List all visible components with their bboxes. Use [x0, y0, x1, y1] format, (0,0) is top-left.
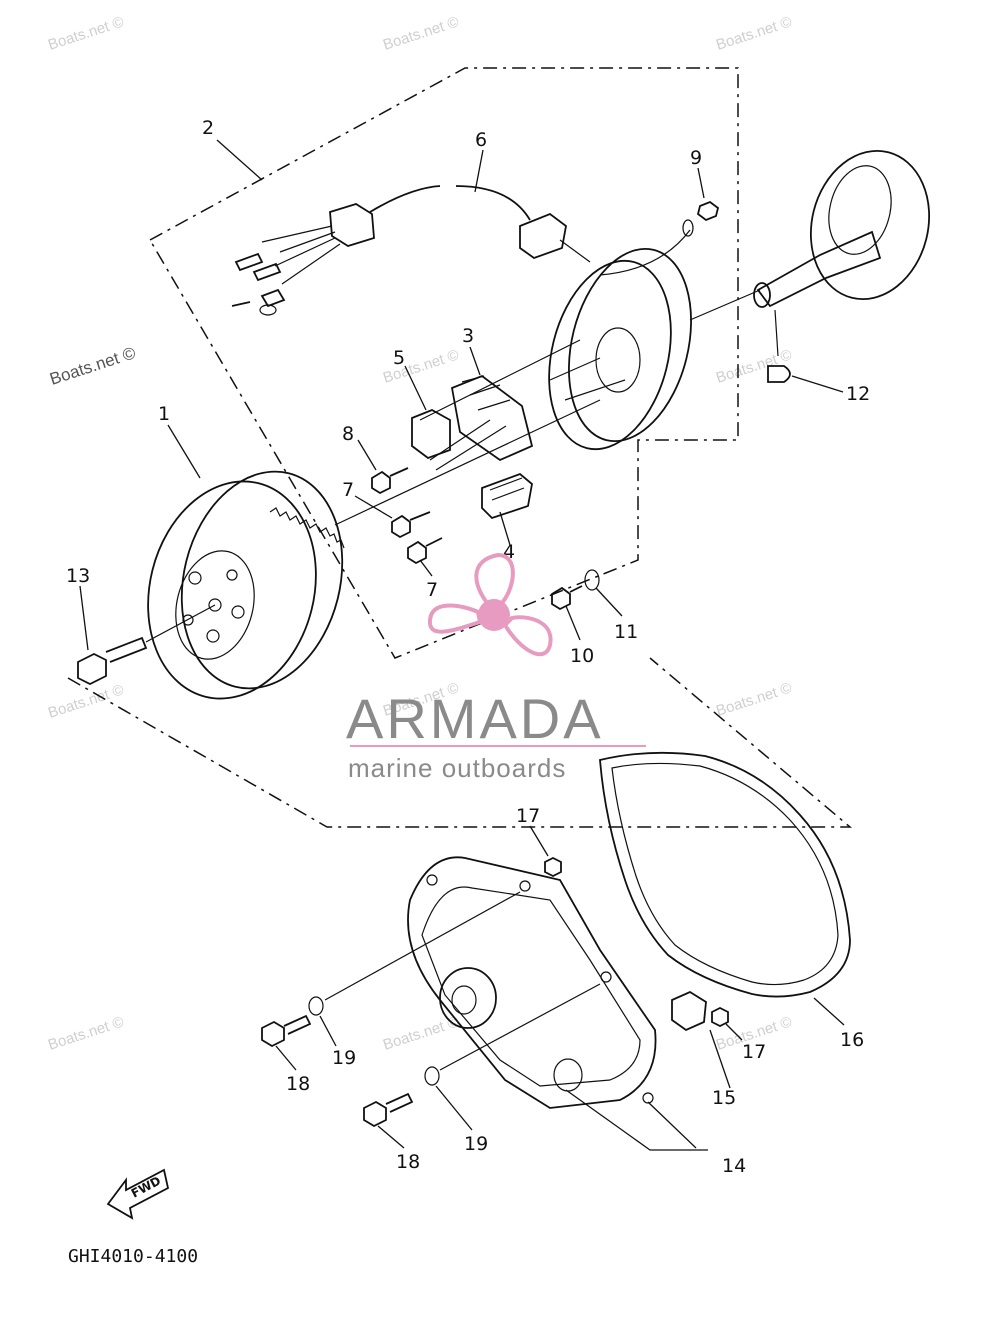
stator-base-plate	[334, 247, 761, 526]
watermark: Boats.net ©	[47, 343, 138, 389]
callout-5: 5	[393, 347, 405, 369]
callout-8: 8	[342, 423, 354, 445]
watermark: Boats.net ©	[46, 1013, 126, 1053]
callout-2: 2	[202, 117, 214, 139]
watermark: Boats.net ©	[714, 679, 794, 719]
callout-6: 6	[475, 129, 487, 151]
fwd-label: FWD	[129, 1174, 163, 1201]
cover-gasket	[599, 751, 851, 998]
callout-7: 7	[426, 579, 438, 601]
callout-18: 18	[396, 1151, 420, 1173]
callout-leaders	[79, 139, 845, 1151]
callout-1: 1	[158, 403, 170, 425]
propeller-icon	[427, 552, 553, 657]
screws	[371, 200, 720, 611]
logo-tagline: marine outboards	[348, 753, 566, 783]
flywheel-nut-bolt	[77, 604, 216, 686]
callout-17: 17	[516, 805, 540, 827]
flywheel-collar	[753, 149, 931, 383]
callout-13: 13	[66, 565, 90, 587]
cover-fasteners	[261, 856, 729, 1128]
callout-3: 3	[462, 325, 474, 347]
callout-15: 15	[712, 1087, 736, 1109]
watermark: Boats.net ©	[46, 681, 126, 721]
stator-cover	[407, 856, 657, 1109]
callout-9: 9	[690, 147, 702, 169]
logo-brand-text: ARMADA	[346, 687, 604, 750]
callout-10: 10	[570, 645, 594, 667]
flywheel	[147, 470, 345, 700]
callout-11: 11	[614, 621, 638, 643]
watermark: Boats.net ©	[714, 13, 794, 53]
callout-labels: 1 2 3 4 5 6 7 7 8 9 10 11 12 13 14 15 16…	[66, 117, 870, 1177]
fwd-arrow-icon: FWD	[106, 1168, 170, 1220]
callout-14: 14	[722, 1155, 746, 1177]
callout-19: 19	[332, 1047, 356, 1069]
stator-coils	[411, 359, 541, 520]
callout-12: 12	[846, 383, 870, 405]
callout-16: 16	[840, 1029, 864, 1051]
armada-logo: ARMADA marine outboards	[346, 552, 646, 783]
drawing-code: GHI4010-4100	[68, 1246, 198, 1267]
callout-7: 7	[342, 479, 354, 501]
watermark-layer: Boats.net © Boats.net © Boats.net © Boat…	[46, 13, 794, 1053]
callout-17: 17	[742, 1041, 766, 1063]
group-outline	[67, 67, 853, 828]
watermark: Boats.net ©	[46, 13, 126, 53]
callout-18: 18	[286, 1073, 310, 1095]
wiring-harness	[231, 185, 691, 316]
watermark: Boats.net ©	[381, 13, 461, 53]
callout-19: 19	[464, 1133, 488, 1155]
